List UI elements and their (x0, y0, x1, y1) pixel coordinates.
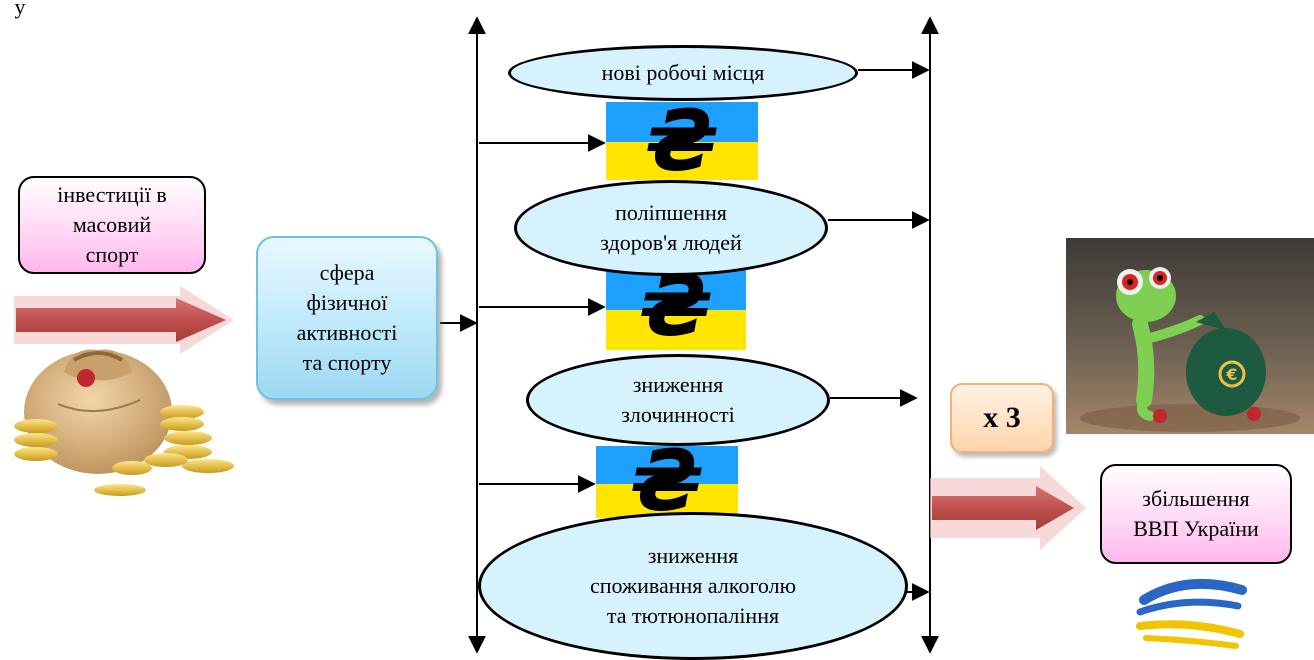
gdp-line-1: збільшення (1142, 486, 1250, 511)
effect-crime-line-1: зниження (632, 372, 724, 397)
effect-health-improvement: поліпшення здоров'я людей (514, 180, 828, 276)
sphere-line-3: активності (296, 320, 398, 345)
investment-arrow (14, 286, 234, 354)
effect-health-line-1: поліпшення (615, 200, 727, 225)
investments-box: інвестиції в масовий спорт (18, 176, 206, 274)
hryvnia-flag-1: ₴ (606, 92, 758, 190)
top-left-fragment-text: у (14, 0, 26, 19)
effect-alcohol-line-1: зниження (647, 543, 739, 568)
money-bag-icon (14, 349, 234, 496)
effect-crime-reduction: зниження злочинності (526, 354, 830, 446)
effect-new-jobs-label: нові робочі місця (601, 60, 765, 85)
investments-line-1: інвестиції в (57, 182, 167, 207)
result-arrow (930, 466, 1086, 550)
investments-line-3: спорт (85, 242, 139, 267)
gdp-increase-box: збільшення ВВП України (1100, 464, 1292, 564)
hryvnia-logo-icon (1136, 578, 1247, 649)
multiplier-label: x 3 (983, 401, 1021, 434)
effect-health-line-2: здоров'я людей (600, 230, 742, 255)
frog-with-euro-bag-icon: € (1066, 238, 1314, 434)
effect-alcohol-line-2: споживання алкоголю (589, 573, 797, 598)
sphere-line-4: та спорту (302, 350, 392, 375)
effect-alcohol-tobacco-reduction: зниження споживання алкоголю та тютюнопа… (478, 512, 908, 660)
svg-text:€: € (1225, 365, 1237, 384)
effect-crime-line-2: злочинності (621, 402, 735, 427)
effect-alcohol-line-3: та тютюнопаління (606, 603, 780, 628)
sphere-line-2: фізичної (306, 290, 388, 315)
sport-sphere-box: сфера фізичної активності та спорту (256, 236, 438, 400)
hryvnia-symbol-1: ₴ (646, 92, 718, 190)
multiplier-badge: x 3 (950, 383, 1054, 453)
sphere-line-1: сфера (319, 260, 375, 285)
effect-new-jobs: нові робочі місця (508, 45, 858, 101)
gdp-line-2: ВВП України (1133, 516, 1259, 541)
investments-line-2: масовий (72, 212, 152, 237)
